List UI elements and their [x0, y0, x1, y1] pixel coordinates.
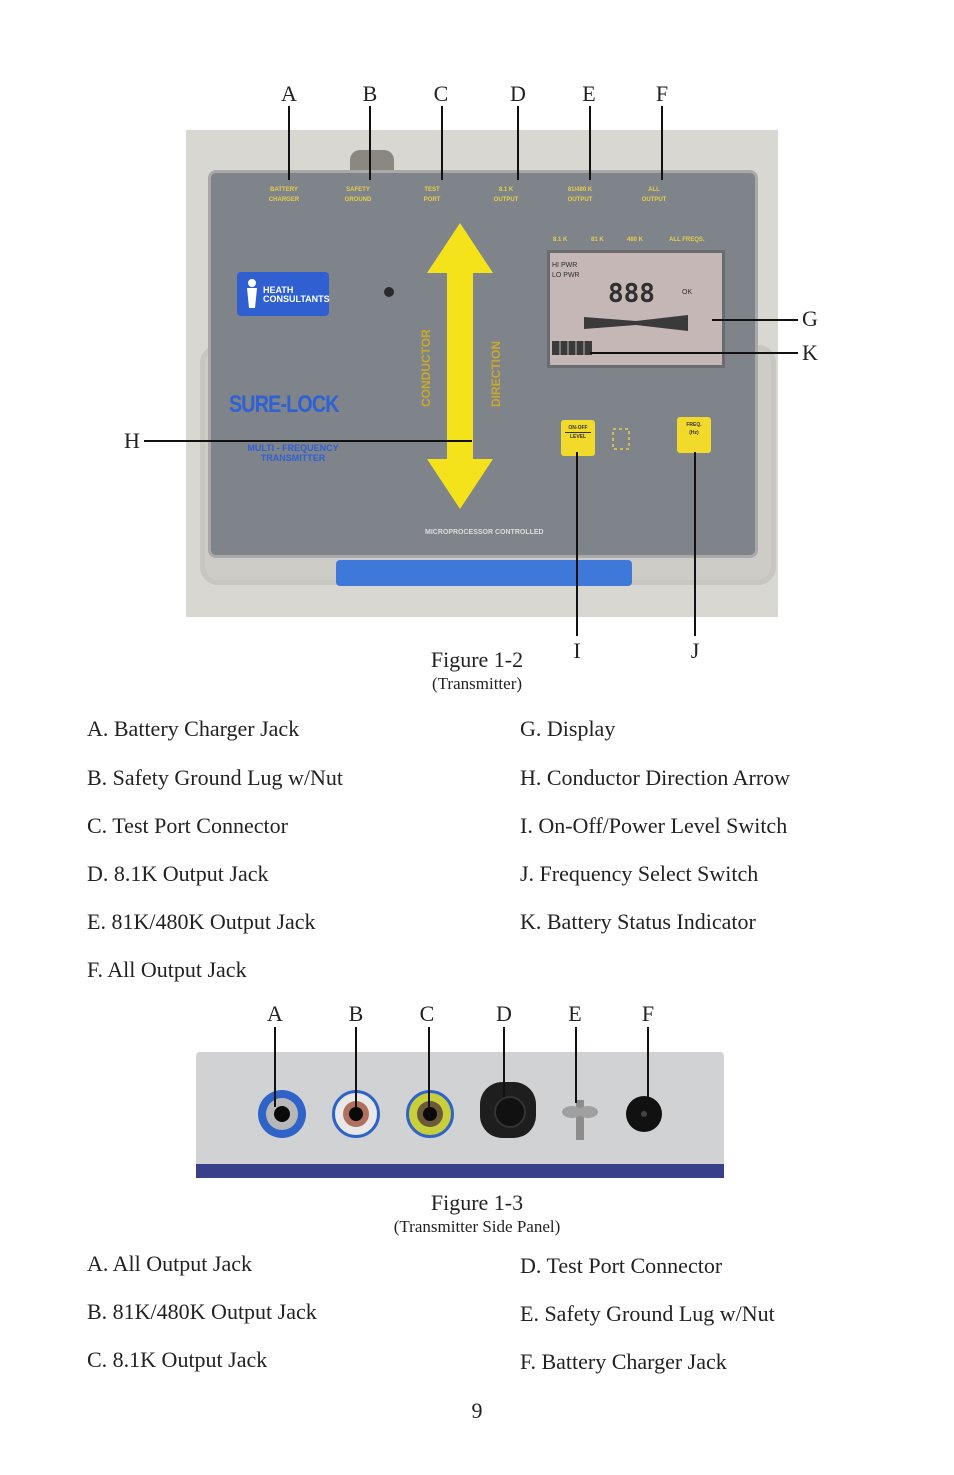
- side-callout-a: A: [267, 1001, 283, 1026]
- side-leader-b: [355, 1027, 357, 1107]
- side-legend-item-c: C. 8.1K Output Jack: [87, 1347, 268, 1372]
- leader-h: [144, 440, 472, 442]
- microprocessor-label: MICROPROCESSOR CONTROLLED: [425, 529, 544, 536]
- legend-item-c: C. Test Port Connector: [87, 813, 288, 838]
- callout-e: E: [582, 81, 596, 106]
- side-legend-item-b: B. 81K/480K Output Jack: [87, 1299, 317, 1324]
- leader-e: [589, 106, 591, 180]
- brand-subtitle: MULTI - FREQUENCY TRANSMITTER: [247, 443, 339, 463]
- heath-logo: HEATH CONSULTANTS: [237, 272, 330, 316]
- display-power-labels: HI PWR LO PWR: [552, 262, 580, 279]
- leader-j: [694, 452, 696, 636]
- test-port-connector: [480, 1082, 536, 1138]
- conductor-direction-arrow: [427, 223, 493, 509]
- callout-h: H: [124, 428, 140, 453]
- legend-item-e: E. 81K/480K Output Jack: [87, 909, 316, 934]
- side-legend-item-e: E. Safety Ground Lug w/Nut: [520, 1301, 775, 1326]
- callout-f: F: [655, 81, 669, 106]
- display-ok: OK: [682, 289, 693, 296]
- port-label-safety: SAFETY GROUND: [344, 187, 372, 203]
- callout-b: B: [362, 81, 378, 106]
- battery-status-icon: [552, 341, 592, 355]
- leader-a: [288, 106, 290, 180]
- legend-item-f: F. All Output Jack: [87, 957, 247, 982]
- page-number: 9: [471, 1398, 483, 1423]
- signal-bargraph-icon: [584, 315, 688, 331]
- transmitter-photo: BATTERY CHARGER SAFETY GROUND TEST PORT …: [186, 130, 778, 617]
- side-leader-c: [428, 1027, 430, 1107]
- wing-nut-icon: [562, 1100, 598, 1140]
- on-off-level-button[interactable]: ON-OFF LEVEL: [561, 420, 595, 456]
- legend-item-i: I. On-Off/Power Level Switch: [520, 813, 788, 838]
- callout-i: I: [573, 638, 581, 663]
- side-legend-item-d: D. Test Port Connector: [520, 1253, 723, 1278]
- side-leader-a: [274, 1027, 276, 1107]
- battery-charger-jack: [626, 1096, 662, 1132]
- side-leader-d: [503, 1027, 505, 1097]
- callout-j: J: [690, 638, 700, 663]
- case-bottom-strip: [196, 1164, 724, 1178]
- legend-item-h: H. Conductor Direction Arrow: [520, 765, 791, 790]
- legend-item-k: K. Battery Status Indicator: [520, 909, 756, 934]
- figure-1-2-title: Figure 1-2: [430, 647, 524, 672]
- side-legend-item-f: F. Battery Charger Jack: [520, 1349, 727, 1374]
- side-callout-b: B: [348, 1001, 364, 1026]
- legend-item-j: J. Frequency Select Switch: [520, 861, 759, 886]
- leader-k: [590, 352, 798, 354]
- lcd-display: HI PWR LO PWR 888 OK: [547, 250, 725, 368]
- carry-handle: [336, 560, 632, 586]
- cycle-icon: [612, 428, 630, 450]
- callout-a: A: [281, 81, 297, 106]
- side-callout-e: E: [568, 1001, 582, 1026]
- legend-item-b: B. Safety Ground Lug w/Nut: [87, 765, 344, 790]
- leader-d: [517, 106, 519, 180]
- port-label-battery: BATTERY CHARGER: [268, 187, 300, 203]
- side-callout-c: C: [419, 1001, 435, 1026]
- arrow-text-direction: DIRECTION: [489, 341, 503, 407]
- leader-f: [661, 106, 663, 180]
- leader-b: [369, 106, 371, 180]
- all-output-jack: [258, 1090, 306, 1138]
- leader-i: [576, 452, 578, 636]
- leader-c: [441, 106, 443, 180]
- person-icon: [247, 279, 257, 308]
- leader-g: [712, 319, 798, 321]
- transmitter-faceplate: BATTERY CHARGER SAFETY GROUND TEST PORT …: [208, 170, 758, 558]
- freq-select-button[interactable]: FREQ. (Hz): [677, 417, 711, 453]
- port-label-all: ALL OUTPUT: [641, 187, 667, 203]
- port-label-test: TEST PORT: [423, 187, 441, 203]
- figure-1-2-subtitle: (Transmitter): [431, 674, 523, 693]
- side-callout-d: D: [496, 1001, 512, 1026]
- display-digits: 888: [608, 279, 655, 309]
- callout-k: K: [802, 340, 818, 365]
- legend-item-g: G. Display: [520, 716, 616, 741]
- callout-g: G: [802, 306, 818, 331]
- side-legend-item-a: A. All Output Jack: [87, 1251, 252, 1276]
- figure-1-3-title: Figure 1-3: [430, 1190, 524, 1215]
- port-label-81k: 81/480 K OUTPUT: [567, 187, 593, 203]
- indicator-dot: [384, 287, 394, 297]
- side-callout-f: F: [641, 1001, 655, 1026]
- callout-d: D: [510, 81, 526, 106]
- side-leader-e: [575, 1027, 577, 1103]
- port-label-8k: 8.1 K OUTPUT: [493, 187, 519, 203]
- legend-item-a: A. Battery Charger Jack: [87, 716, 300, 741]
- 8k-output-jack: [406, 1090, 454, 1138]
- side-leader-f: [647, 1027, 649, 1115]
- callout-c: C: [433, 81, 449, 106]
- brand-name: SURE-LOCK: [229, 391, 339, 418]
- figure-1-3-subtitle: (Transmitter Side Panel): [393, 1217, 561, 1236]
- legend-item-d: D. 8.1K Output Jack: [87, 861, 269, 886]
- arrow-text-conductor: CONDUCTOR: [419, 329, 433, 407]
